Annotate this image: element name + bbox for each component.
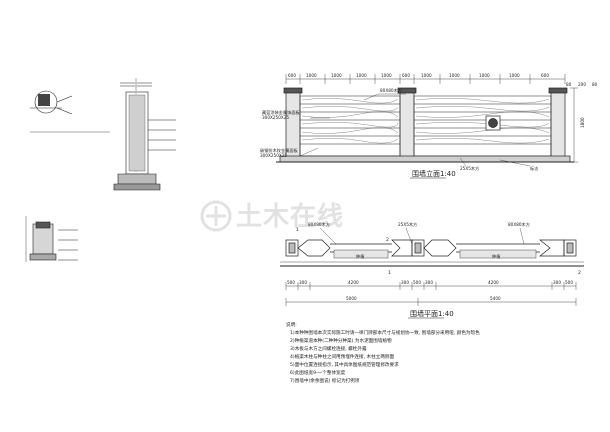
dim-label: 200 xyxy=(578,82,586,87)
dim-label: 500 xyxy=(565,280,573,285)
watermark-text: 土木在线 xyxy=(236,202,344,232)
general-notes: 说明: 1)本种种围墙本次实际施工时请一律门牌部本尺寸与规划协一致, 围墙部分采… xyxy=(286,321,480,384)
dim-label: 600 xyxy=(288,73,296,78)
note-line: 5)面中位置连接指示, 其中具体图纸规范管理修改要求 xyxy=(290,361,399,368)
note-line: 2)种植渠道本种(二种种分种渠) 为水泥面围墙植物 xyxy=(290,337,392,344)
detail-foundation-bottom-left xyxy=(25,216,78,262)
dim-label: 80 xyxy=(592,82,598,87)
notes-heading: 说明: xyxy=(286,321,297,328)
detail-circle-top-left xyxy=(30,90,110,133)
plan-bottom-dimension xyxy=(285,282,577,306)
section-mark: 1 xyxy=(296,227,299,233)
elevation-right-top-dims: 80 200 80 xyxy=(566,82,598,87)
dim-label: 4200 xyxy=(348,280,359,285)
dim-label: 300 xyxy=(299,280,307,285)
plan-view: 80X80木方 25X5木方 80X80木方 xyxy=(280,221,584,319)
section-mark: 2 xyxy=(386,237,389,243)
callout-bar: 25X5木方 xyxy=(460,165,479,172)
plan-section-marks: 1 2 1 2 xyxy=(296,227,581,276)
note-line: 4)植渠木柱与种柱之间用预埋件连接, 木柱立两侧面 xyxy=(290,353,395,360)
elevation-wall xyxy=(276,87,574,163)
elevation-callouts: 80X80木方 藏蓝涂装金属饰面板 300X250X25 碳钢仿木纹金属面板 3… xyxy=(260,87,538,172)
dim-label: 300 xyxy=(553,280,561,285)
watermark: 土木在线 xyxy=(200,200,344,232)
callout-light: 标志 xyxy=(530,165,538,172)
dim-label: 80 xyxy=(566,82,572,87)
plan-inner-labels: 种植 种植 xyxy=(356,253,500,260)
dim-label: 1000 xyxy=(449,73,460,78)
plan-planting-label: 种植 xyxy=(356,253,364,260)
dim-label: 5400 xyxy=(490,296,501,301)
dim-label: 300 xyxy=(425,280,433,285)
detail-column-section xyxy=(113,78,176,191)
dim-label: 1000 xyxy=(421,73,432,78)
dim-label: 1000 xyxy=(381,73,392,78)
callout-plate: 碳钢仿木纹金属面板 xyxy=(260,147,299,154)
dim-label: 600 xyxy=(402,73,410,78)
dim-label: 300 xyxy=(401,280,409,285)
section-mark: 2 xyxy=(578,270,581,276)
elevation-height-label: 1800 xyxy=(580,117,585,128)
dim-label: 1000 xyxy=(356,73,367,78)
plan-label: 80X80木方 xyxy=(308,221,330,228)
callout-plate-size: 300X250X25 xyxy=(260,153,287,158)
plan-label: 80X80木方 xyxy=(508,221,530,228)
note-line: 1)本种种围墙本次实际施工时请一律门牌部本尺寸与规划协一致, 围墙部分采用哑, … xyxy=(290,329,480,336)
elevation-view: 600 1000 1000 1000 1000 600 1000 1000 10… xyxy=(260,73,598,179)
plan-leaders xyxy=(319,227,525,245)
note-line: 3)木板与木方之间螺栓连接, 螺栓外露 xyxy=(290,345,367,352)
callout-wood: 80X80木方 xyxy=(380,87,402,94)
plan-bottom-dim-labels: 500 300 4200 300 500 300 4200 300 500 50… xyxy=(287,280,573,301)
plan-label: 25X5木方 xyxy=(398,221,417,228)
elevation-leaders xyxy=(299,93,531,167)
plan-top-labels: 80X80木方 25X5木方 80X80木方 xyxy=(308,221,530,228)
dim-label: 1000 xyxy=(479,73,490,78)
elevation-top-dim-labels: 600 1000 1000 1000 1000 600 1000 1000 10… xyxy=(288,73,549,78)
elevation-title: 围墙立面1:40 xyxy=(412,169,456,178)
plan-title: 围墙平面1:40 xyxy=(410,309,454,318)
plan-planting-label: 种植 xyxy=(492,253,500,260)
elevation-right-dimension xyxy=(570,87,578,163)
callout-fixing-size: 300X250X25 xyxy=(262,115,289,120)
dim-label: 5000 xyxy=(346,296,357,301)
elevation-top-dimension xyxy=(285,74,566,84)
note-line: 6)此图纸宽9-一个整体宽度 xyxy=(290,369,346,376)
dim-label: 1000 xyxy=(509,73,520,78)
section-mark: 1 xyxy=(388,270,391,276)
dim-label: 1000 xyxy=(331,73,342,78)
dim-label: 1000 xyxy=(306,73,317,78)
dim-label: 500 xyxy=(287,280,295,285)
dim-label: 600 xyxy=(541,73,549,78)
dim-label: 4200 xyxy=(488,280,499,285)
callout-fixing: 藏蓝涂装金属饰面板 xyxy=(262,109,301,116)
note-line: 7)围墙中(余余图说) 标记为打例项 xyxy=(290,377,360,384)
plan-wall xyxy=(280,239,584,267)
dim-label: 500 xyxy=(413,280,421,285)
